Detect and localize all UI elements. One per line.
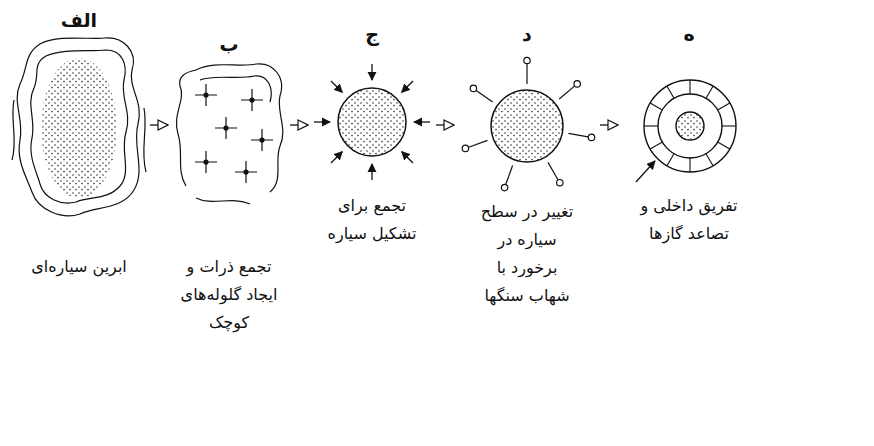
stage-panel: ج تجمع برای تشکیل سیاره — [308, 20, 436, 250]
infall-arrow — [402, 152, 413, 163]
particle-cross — [224, 126, 228, 130]
degassing-line — [706, 86, 713, 98]
meteorite-track — [557, 180, 563, 186]
infall-arrow — [371, 164, 372, 180]
particle-cross — [204, 160, 208, 164]
stage-panel: الف ابرین سیاره‌ای — [8, 6, 150, 283]
nebula-cloud — [12, 38, 146, 216]
stage-caption: تفریق داخلی و تصاعد گازها — [630, 192, 748, 248]
stage-caption: ابرین سیاره‌ای — [14, 253, 144, 281]
meteorite-track — [568, 133, 588, 137]
stage-letter: ه — [618, 22, 760, 46]
meteorite-track — [526, 64, 527, 84]
particle-cross — [195, 84, 217, 106]
meteorite-track — [588, 134, 594, 140]
clumping-cloud — [200, 76, 271, 102]
degassing-line — [689, 80, 690, 94]
meteorite-track — [574, 81, 580, 87]
stage-caption: تجمع ذرات و ایجاد گلوله‌های کوچک — [170, 253, 288, 337]
infall-arrow — [402, 81, 413, 92]
meteorite-track — [469, 140, 488, 147]
differentiated-planet — [676, 112, 704, 140]
degassing-line — [644, 125, 658, 126]
particle-cross — [204, 93, 208, 97]
stage-arrow — [436, 124, 454, 125]
degassing-line — [667, 86, 674, 98]
meteorite-track — [524, 57, 530, 63]
clumping-cloud — [176, 70, 196, 186]
meteorite-track — [506, 166, 513, 185]
clumping-cloud — [196, 198, 250, 204]
impact-arrow — [636, 161, 655, 182]
differentiated-planet — [644, 80, 736, 172]
stage-panel: د تغییر در سطح سیاره در برخورد با شهاب سن… — [454, 20, 600, 312]
stage-arrow — [290, 124, 308, 125]
stage-panel: ه تفریق داخلی و تصاعد گازها — [618, 20, 760, 250]
meteorite-track — [476, 90, 492, 102]
meteorite-track — [462, 57, 595, 191]
stage-letter: الف — [8, 8, 150, 32]
infall-arrow — [314, 121, 330, 122]
degassing-line — [644, 80, 736, 172]
infall-arrow — [371, 64, 372, 80]
infall-arrow — [414, 121, 430, 122]
particle-cross — [195, 151, 217, 173]
nebula-cloud — [17, 38, 139, 216]
meteorite-track — [470, 85, 476, 91]
degassing-line — [706, 154, 713, 166]
bombarded-planet — [491, 90, 563, 162]
stage-letter: ب — [168, 32, 290, 56]
bombarded-planet — [491, 90, 563, 162]
accreting-planet — [338, 88, 406, 156]
meteorite-track — [559, 86, 574, 99]
clumping-cloud — [196, 64, 283, 192]
clumping-cloud — [176, 64, 282, 204]
particle-cross — [251, 129, 273, 151]
meteorite-track — [462, 145, 468, 151]
infall-arrow — [314, 64, 430, 180]
particle-cross — [195, 84, 273, 183]
stage-caption: تغییر در سطح سیاره در برخورد با شهاب سنگ… — [477, 198, 577, 310]
stage-arrow — [150, 124, 168, 125]
nebula-cloud — [41, 58, 117, 198]
particle-cross — [215, 117, 237, 139]
infall-arrow — [331, 81, 342, 92]
particle-cross — [244, 170, 248, 174]
stage-letter: ج — [308, 22, 436, 46]
particle-cross — [250, 98, 254, 102]
nebula-cloud — [12, 100, 14, 160]
particle-cross — [235, 161, 257, 183]
particle-cross — [241, 89, 263, 111]
stage-panel: ب تجمع ذرات و ایجاد گلوله‌های کوچک — [168, 30, 290, 339]
accreting-planet — [338, 88, 406, 156]
degassing-line — [667, 154, 674, 166]
degassing-line — [689, 158, 690, 172]
nebula-cloud — [31, 50, 128, 203]
infall-arrow — [331, 152, 342, 163]
stage-letter: د — [454, 22, 600, 46]
differentiated-planet — [644, 80, 736, 172]
meteorite-track — [501, 184, 507, 190]
stage-caption: تجمع برای تشکیل سیاره — [322, 192, 422, 248]
meteorite-track — [548, 162, 558, 179]
degassing-line — [718, 142, 730, 149]
impact-arrow — [636, 161, 655, 182]
nebula-cloud — [144, 108, 146, 172]
stage-arrow — [600, 124, 618, 125]
degassing-line — [722, 125, 736, 126]
differentiated-planet — [658, 94, 722, 158]
degassing-line — [718, 103, 730, 110]
particle-cross — [260, 138, 264, 142]
degassing-line — [650, 103, 662, 110]
degassing-line — [650, 142, 662, 149]
